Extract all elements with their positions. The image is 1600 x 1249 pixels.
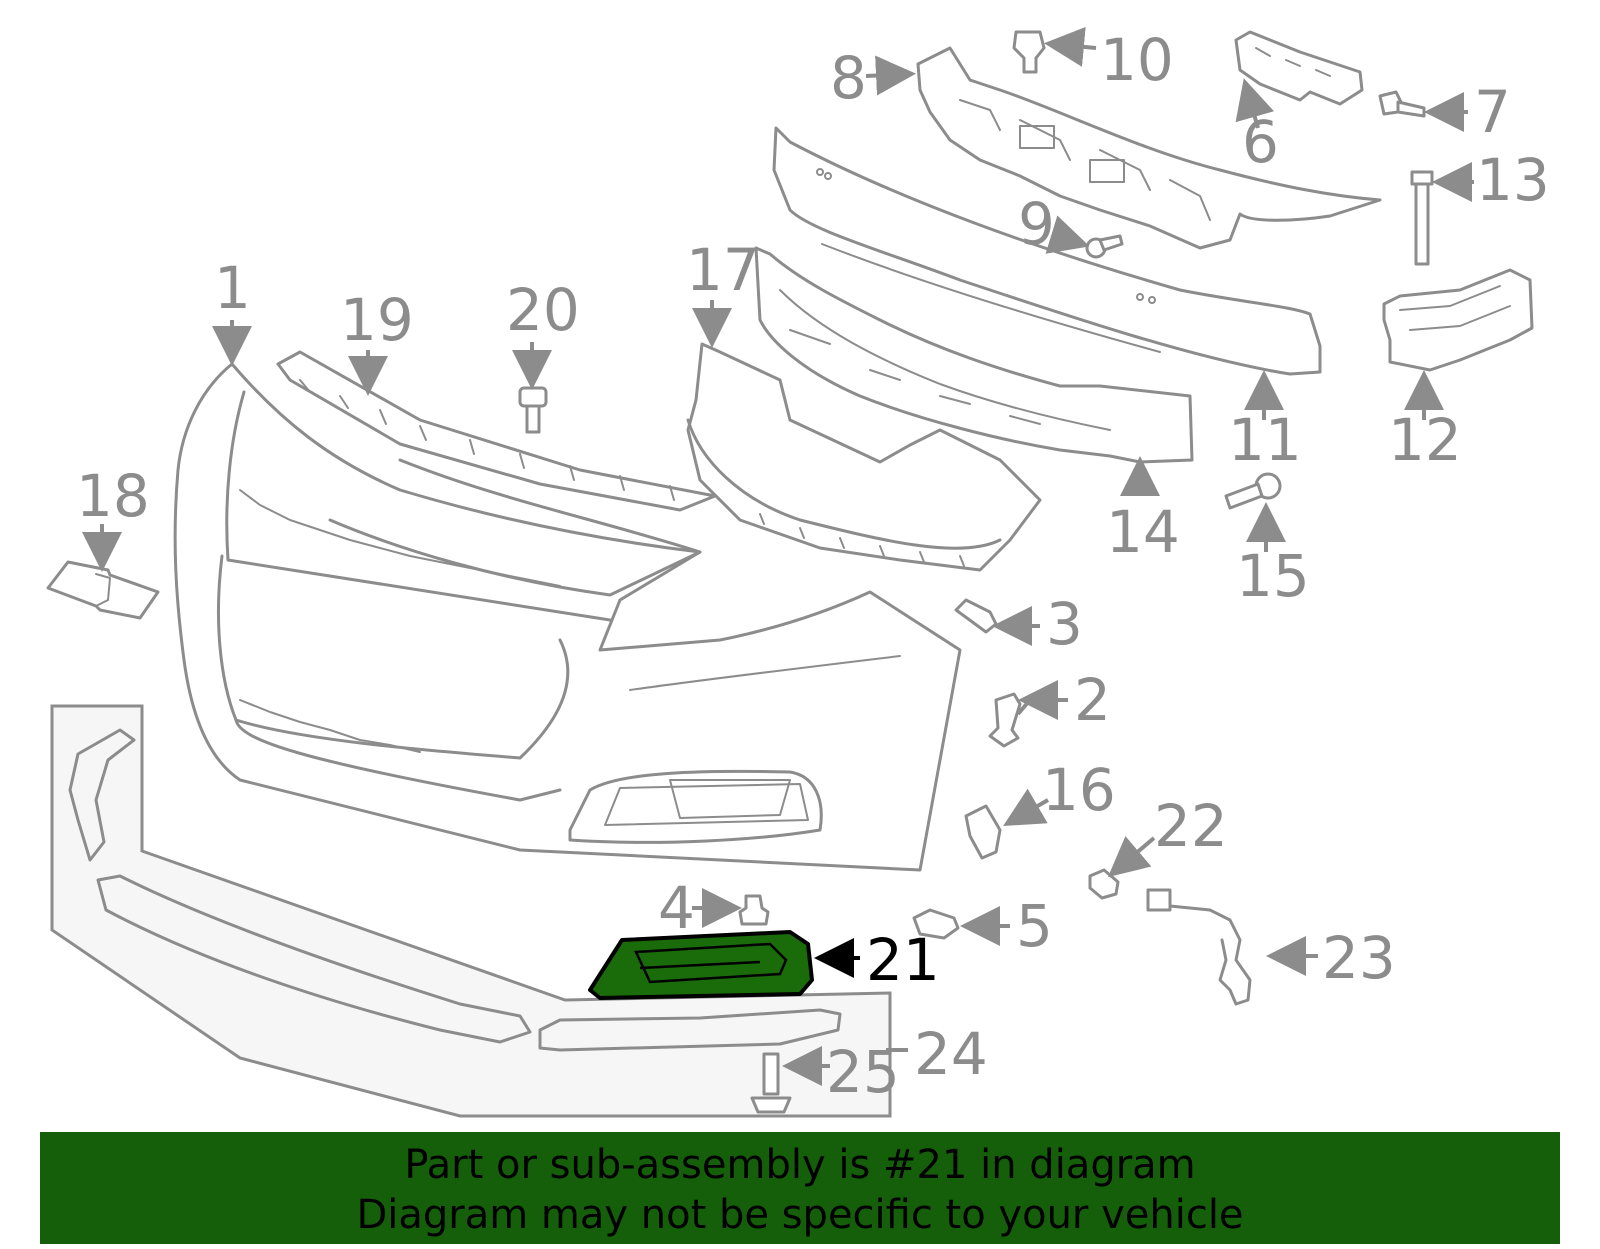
part-7-bolt (1378, 90, 1426, 118)
callout-11: 11 (1228, 406, 1302, 474)
part-11-impact-bar (772, 126, 1322, 376)
callout-25: 25 (826, 1038, 900, 1106)
part-23-wiring-harness (1146, 888, 1252, 1006)
part-14-energy-absorber (754, 246, 1194, 464)
part-25-bolt (750, 1052, 792, 1114)
banner-line-part-number: Part or sub-assembly is #21 in diagram (404, 1142, 1196, 1188)
callout-7: 7 (1474, 78, 1511, 146)
arrow-10 (1044, 26, 1097, 67)
part-22-connector (1088, 868, 1120, 900)
part-6-bracket (1234, 30, 1364, 106)
callout-labels: 1 2 3 4 5 6 7 8 9 10 11 12 13 14 15 16 1… (76, 26, 1550, 1106)
part-21-fog-lamp-bezel (588, 930, 814, 1000)
part-24-lower-deflector (68, 728, 842, 1052)
callout-6: 6 (1242, 108, 1279, 176)
part-8-upper-bracket (916, 46, 1382, 250)
parts-diagram: 1 2 3 4 5 6 7 8 9 10 11 12 13 14 15 16 1… (46, 26, 1550, 1118)
callout-20: 20 (506, 276, 580, 344)
callout-2: 2 (1074, 666, 1111, 734)
part-5-nut (912, 908, 960, 940)
callout-23: 23 (1322, 924, 1396, 992)
leader-arrows (82, 26, 1474, 1086)
part-3-clip (954, 598, 998, 634)
callout-12: 12 (1388, 406, 1462, 474)
callout-3: 3 (1046, 590, 1083, 658)
arrow-22 (1107, 836, 1156, 878)
callout-18: 18 (76, 462, 150, 530)
callout-24: 24 (914, 1020, 988, 1088)
part-19-upper-trim-strip (276, 350, 717, 597)
callout-10: 10 (1100, 26, 1174, 94)
part-4-clip (738, 894, 770, 926)
callout-21: 21 (866, 926, 940, 994)
part-13-long-bolt (1410, 170, 1434, 266)
part-18-bowtie-emblem (46, 560, 160, 620)
callout-19: 19 (340, 286, 414, 354)
part-16-cover (964, 804, 1002, 860)
callout-9: 9 (1018, 190, 1055, 258)
callout-4: 4 (658, 874, 695, 942)
arrow-6 (1235, 78, 1275, 129)
callout-14: 14 (1106, 498, 1180, 566)
part-12-sensor-bracket (1382, 268, 1534, 372)
part-20-push-pin (518, 386, 548, 434)
callout-1: 1 (214, 254, 251, 322)
callout-16: 16 (1042, 756, 1116, 824)
callout-13: 13 (1476, 146, 1550, 214)
banner-line-disclaimer: Diagram may not be specific to your vehi… (356, 1192, 1244, 1238)
callout-17: 17 (686, 236, 760, 304)
part-17-grille-frame (686, 342, 1042, 572)
part-1-bumper-fascia (173, 362, 962, 872)
info-banner: Part or sub-assembly is #21 in diagram D… (40, 1132, 1560, 1244)
part-2-retainer (988, 692, 1022, 748)
callout-22: 22 (1154, 792, 1228, 860)
part-9-bolt (1085, 234, 1124, 259)
arrow-9 (1045, 215, 1090, 254)
arrow-16 (1003, 788, 1050, 827)
callout-5: 5 (1016, 892, 1053, 960)
callout-8: 8 (830, 44, 867, 112)
part-15-bolt (1224, 472, 1282, 510)
arrow-8 (865, 55, 916, 96)
callout-15: 15 (1236, 542, 1310, 610)
part-24-lower-panel-region (50, 704, 892, 1118)
part-10-clip (1012, 30, 1046, 74)
